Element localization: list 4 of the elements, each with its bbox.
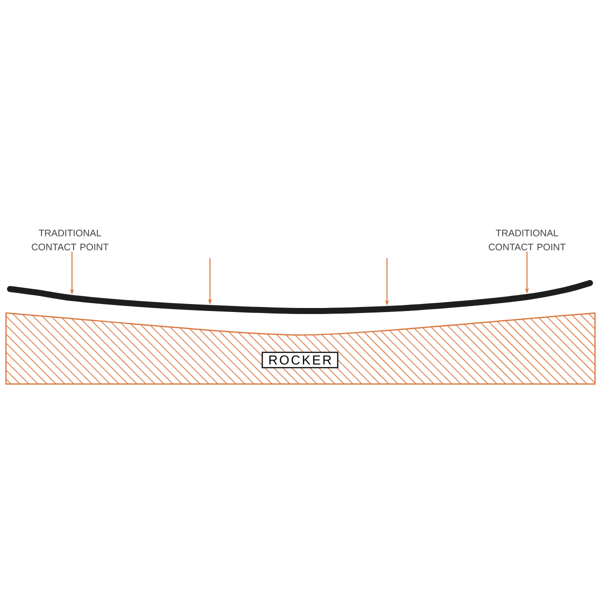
board-drawing [7, 280, 593, 314]
callout-label: TRADITIONAL CONTACT POINT [488, 230, 566, 250]
label-box: ROCKER [262, 352, 338, 368]
callout-label: TRADITIONAL CONTACT POINT [32, 230, 108, 250]
